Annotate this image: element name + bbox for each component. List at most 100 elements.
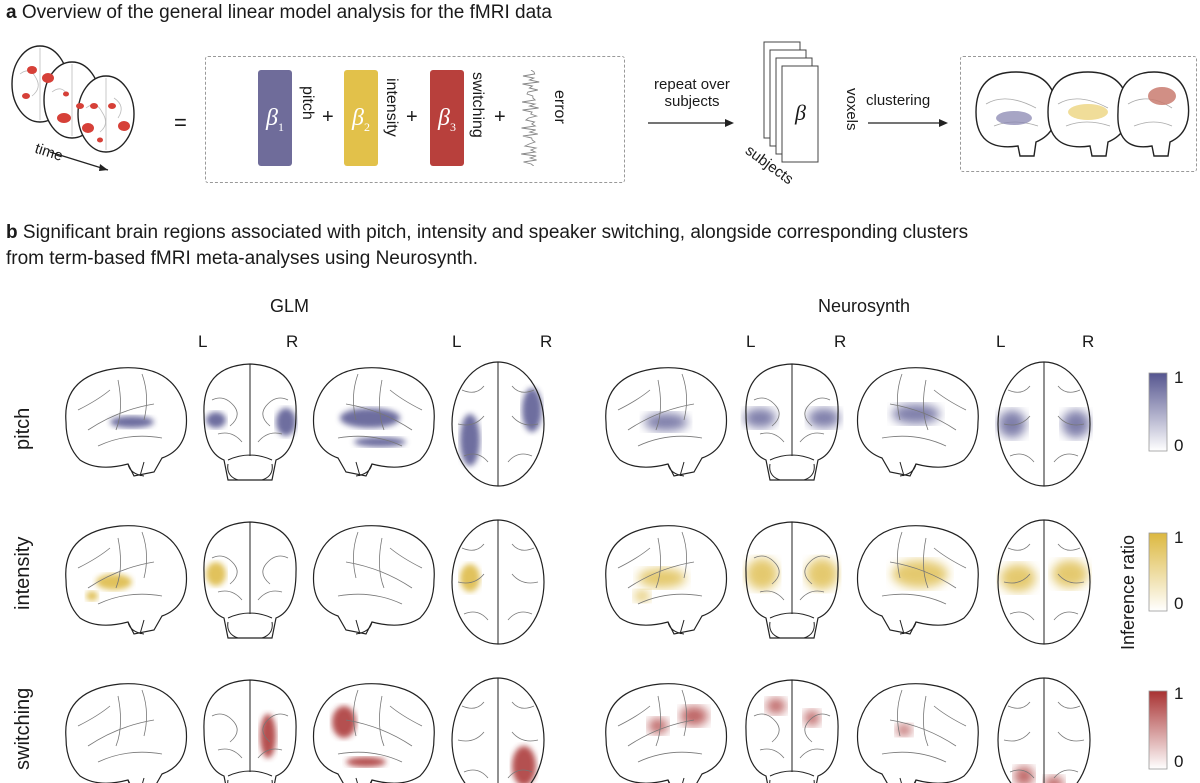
- activation-blob-r1-c4-0: [638, 568, 686, 588]
- fmri-time-stack: [11, 45, 135, 171]
- equals-sign: =: [174, 110, 187, 135]
- repeat-label: repeat over subjects: [646, 76, 738, 110]
- activation-blob-r1-c1-0: [206, 562, 226, 586]
- brain-r2-c7: [997, 677, 1091, 783]
- activation-blob-r2-c3-0: [512, 746, 536, 783]
- brain-r0-c7: [997, 361, 1091, 487]
- activation-blob-r0-c7-0: [998, 410, 1026, 438]
- clustering-arrow: [868, 119, 948, 127]
- brain-r2-c6: [856, 683, 979, 783]
- brain-r0-c5: [744, 363, 840, 481]
- beta-2-sub: 2: [363, 119, 370, 134]
- cluster-brains: [975, 71, 1190, 157]
- ns-coronal-right-label: R: [834, 332, 847, 351]
- plus-2: +: [406, 106, 418, 128]
- panel-b-title-line1: Significant brain regions associated wit…: [22, 222, 969, 243]
- activation-blob-r2-c2-1: [346, 757, 386, 767]
- ns-coronal-left-label: L: [746, 332, 756, 351]
- colorbar-switching-max: 1: [1174, 684, 1184, 703]
- glm-coronal-right-label: R: [286, 332, 299, 351]
- activation-blob-r1-c7-1: [1052, 560, 1088, 588]
- glm-heading: GLM: [270, 296, 310, 316]
- brain-r0-c0: [65, 367, 188, 477]
- panel-b-letter: b: [6, 222, 18, 243]
- beta-2-symbol: β: [352, 105, 364, 131]
- brain-r2-c0: [65, 683, 188, 783]
- cluster-box: [960, 56, 1197, 172]
- activation-blob-r0-c1-0: [206, 412, 226, 428]
- glm-axial-left-label: L: [452, 332, 462, 351]
- brain-r2-c5: [745, 679, 839, 783]
- repeat-label-line2: subjects: [664, 93, 720, 110]
- brain-r1-c6: [856, 525, 979, 635]
- panel-a-title-text: Overview of the general linear model ana…: [21, 2, 553, 23]
- brain-r1-c0: [65, 525, 188, 635]
- colorbar-pitch: [1148, 372, 1168, 452]
- brain-r1-c1: [203, 521, 297, 639]
- activation-blob-r0-c2-0: [340, 408, 400, 428]
- activation-blob-r0-c3-0: [460, 414, 480, 466]
- brain-r0-c4: [605, 367, 728, 477]
- ns-axial-left-label: L: [996, 332, 1006, 351]
- beta-1-sub: 1: [277, 119, 284, 134]
- plus-1: +: [322, 106, 334, 128]
- activation-blob-r2-c2-0: [332, 706, 356, 738]
- brain-r0-c3: [451, 361, 545, 487]
- activation-blob-r0-c5-1: [808, 408, 840, 428]
- stack-beta-symbol: β: [795, 100, 806, 125]
- plus-3: +: [494, 106, 506, 128]
- activation-blob-r2-c7-1: [1044, 776, 1064, 783]
- brain-r0-c6: [856, 367, 979, 477]
- colorbar-switching-min: 0: [1174, 752, 1184, 771]
- colorbar-switching: [1148, 690, 1168, 770]
- brain-r0-c1: [203, 363, 297, 481]
- activation-blob-r1-c4-1: [634, 590, 650, 602]
- activation-blob-r1-c6-0: [892, 560, 948, 588]
- panel-b-title: b Significant brain regions associated w…: [6, 220, 1196, 272]
- beta-3-symbol: β: [438, 105, 450, 131]
- brain-r1-c3: [451, 519, 545, 645]
- activation-blob-r2-c4-0: [680, 706, 708, 726]
- activation-blob-r2-c4-1: [648, 718, 668, 734]
- beta-3-block: β3: [430, 70, 464, 166]
- repeat-arrow: [648, 119, 734, 127]
- beta-2-block: β2: [344, 70, 378, 166]
- activation-blob-r0-c4-0: [644, 413, 688, 431]
- panel-a-letter: a: [6, 2, 17, 23]
- beta-matrix-stack: [763, 41, 819, 163]
- brain-r1-c5: [745, 521, 839, 639]
- panel-b-title-line2: from term-based fMRI meta-analyses using…: [6, 248, 479, 269]
- activation-blob-r0-c5-0: [744, 408, 776, 428]
- beta-3-sub: 3: [449, 119, 456, 134]
- neurosynth-heading: Neurosynth: [818, 296, 911, 316]
- activation-blob-r0-c2-1: [354, 437, 406, 447]
- activation-blob-r2-c6-0: [896, 724, 912, 736]
- activation-blob-r0-c6-0: [892, 404, 940, 424]
- beta-1-block: β1: [258, 70, 292, 166]
- brain-r1-c7: [997, 519, 1091, 645]
- glm-coronal-left-label: L: [198, 332, 208, 351]
- clustering-label: clustering: [866, 92, 931, 109]
- error-noise-signal: [521, 70, 540, 166]
- colorbar-title: Inference ratio: [1118, 534, 1138, 650]
- colorbar-pitch-min: 0: [1174, 436, 1184, 455]
- activation-blob-r0-c3-1: [522, 388, 542, 432]
- ns-axial-right-label: R: [1082, 332, 1095, 351]
- activation-blob-r1-c0-1: [86, 591, 98, 601]
- activation-blob-r0-c7-1: [1062, 410, 1090, 438]
- activation-blob-r0-c1-1: [276, 408, 296, 436]
- activation-blob-r2-c5-0: [766, 698, 786, 714]
- activation-blob-r2-c1-0: [260, 714, 276, 758]
- brain-r1-c4: [605, 525, 728, 635]
- activation-blob-r1-c3-0: [460, 564, 480, 592]
- brain-r2-c4: [605, 683, 728, 783]
- activation-blob-r1-c5-0: [746, 558, 778, 590]
- colorbar-intensity-max: 1: [1174, 528, 1184, 547]
- activation-blob-r1-c5-1: [806, 558, 838, 590]
- activation-blob-r0-c0-0: [110, 416, 154, 428]
- repeat-label-line1: repeat over: [654, 76, 730, 93]
- colorbar-pitch-max: 1: [1174, 368, 1184, 387]
- activation-blob-r1-c0-0: [96, 574, 132, 590]
- brain-r1-c2: [312, 525, 435, 635]
